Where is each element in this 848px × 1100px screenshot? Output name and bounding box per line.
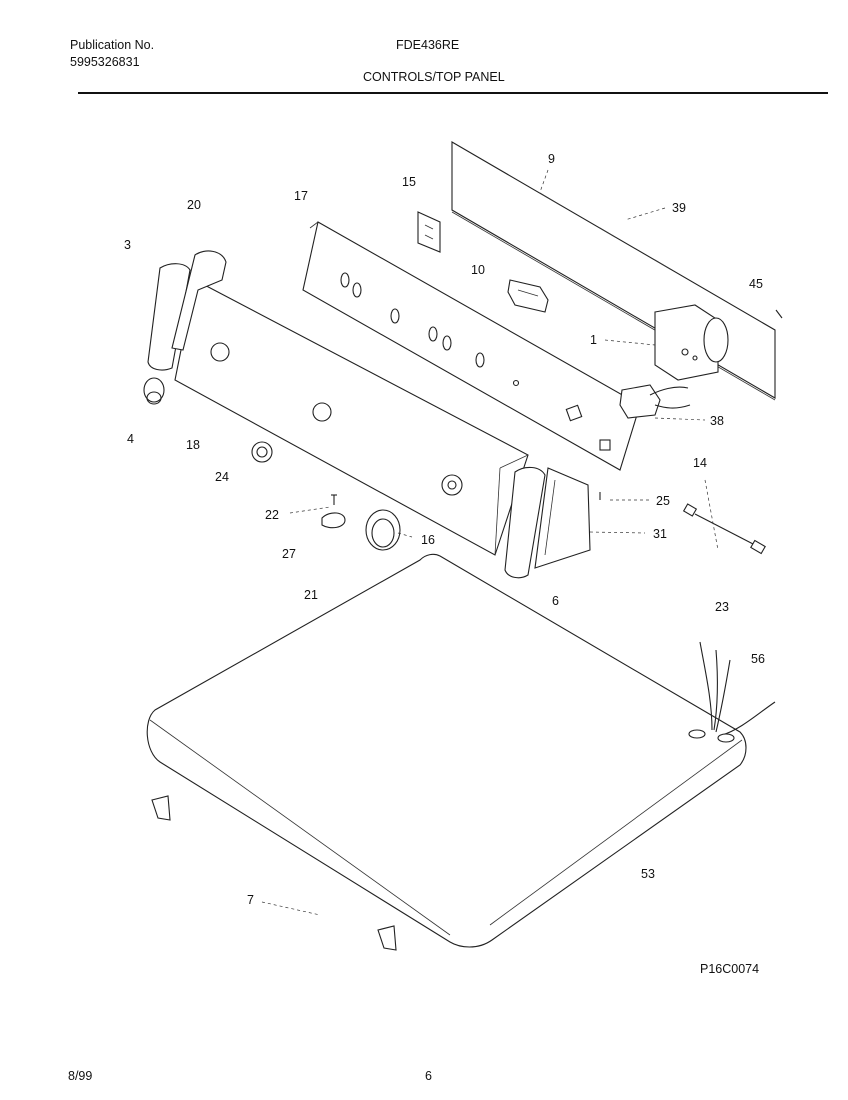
timer-part xyxy=(654,304,729,381)
callout-18: 18 xyxy=(186,438,200,452)
callout-31: 31 xyxy=(653,527,667,541)
screw-part-45 xyxy=(775,309,783,319)
switch-part-15 xyxy=(417,211,441,253)
callout-27: 27 xyxy=(282,547,296,561)
callout-4: 4 xyxy=(127,432,134,446)
callout-16: 16 xyxy=(421,533,435,547)
callout-56: 56 xyxy=(751,652,765,666)
bushing-part-24 xyxy=(251,441,273,463)
wire-part-14 xyxy=(682,503,766,555)
top-panel-part xyxy=(146,553,747,948)
callout-53: 53 xyxy=(641,867,655,881)
knob-part-4 xyxy=(143,377,165,405)
control-bracket-part xyxy=(302,221,641,471)
callout-6: 6 xyxy=(552,594,559,608)
publication-label: Publication No. xyxy=(70,38,155,52)
callout-14: 14 xyxy=(693,456,707,470)
callout-10: 10 xyxy=(471,263,485,277)
hinge-part-7b xyxy=(377,925,397,951)
page-number: 6 xyxy=(425,1069,432,1083)
footer-date: 8/99 xyxy=(68,1069,93,1083)
callout-1: 1 xyxy=(590,333,597,347)
screw-part-22 xyxy=(331,494,337,505)
knob-part-16 xyxy=(365,509,401,551)
callout-22: 22 xyxy=(265,508,279,522)
header-rule xyxy=(78,92,828,94)
wire-harness-part xyxy=(688,641,776,743)
callout-17: 17 xyxy=(294,189,308,203)
callout-25: 25 xyxy=(656,494,670,508)
clip-part-27 xyxy=(321,512,346,529)
callout-23: 23 xyxy=(715,600,729,614)
callout-21: 21 xyxy=(304,588,318,602)
hinge-part-7a xyxy=(151,795,171,821)
callout-45: 45 xyxy=(749,277,763,291)
section-title: CONTROLS/TOP PANEL xyxy=(363,70,505,84)
model-number: FDE436RE xyxy=(396,38,460,52)
diagram-reference-code: P16C0074 xyxy=(700,962,760,976)
callout-9: 9 xyxy=(548,152,555,166)
switch-part-10 xyxy=(507,279,549,313)
callout-24: 24 xyxy=(215,470,229,484)
callout-39: 39 xyxy=(672,201,686,215)
right-endcap-part xyxy=(504,466,591,579)
callout-15: 15 xyxy=(402,175,416,189)
terminal-part xyxy=(619,384,691,419)
callout-3: 3 xyxy=(124,238,131,252)
callout-7: 7 xyxy=(247,893,254,907)
leader-lines xyxy=(261,169,719,916)
left-endcap-part xyxy=(147,250,227,371)
callout-38: 38 xyxy=(710,414,724,428)
publication-number: 5995326831 xyxy=(70,55,140,69)
callout-20: 20 xyxy=(187,198,201,212)
